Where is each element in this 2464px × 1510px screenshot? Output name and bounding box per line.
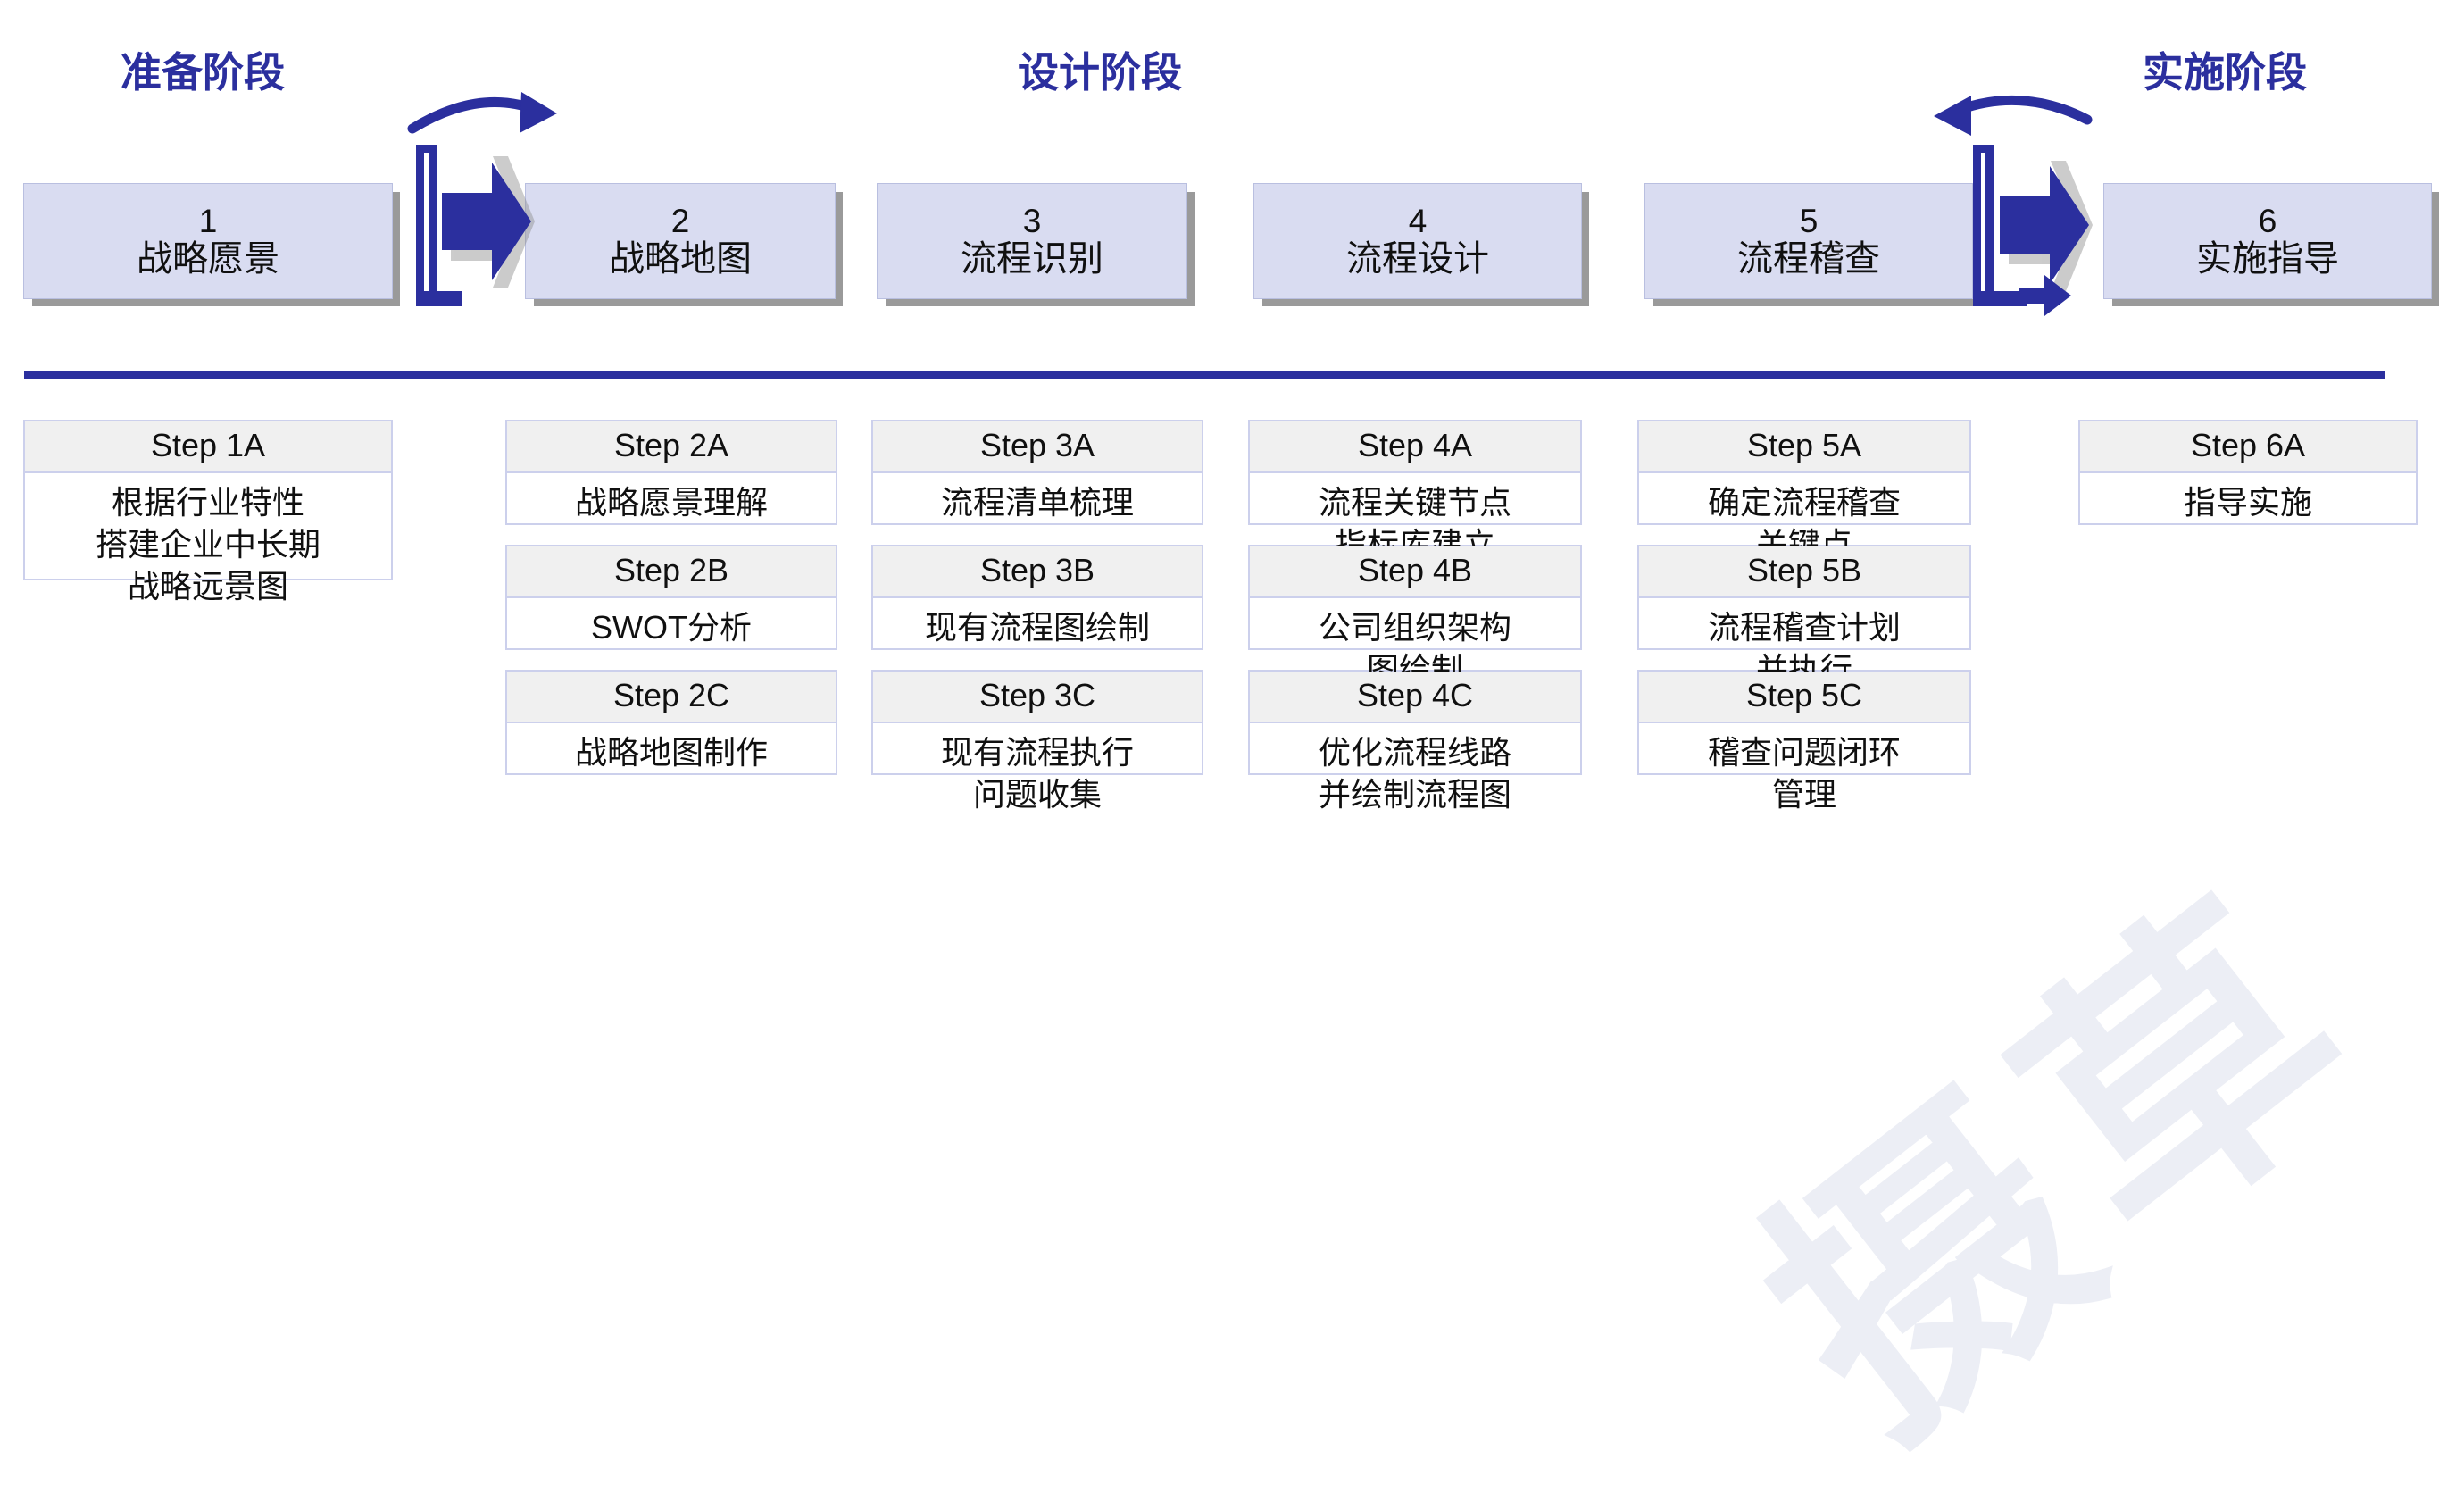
step-card-3c[interactable]: Step 3C 现有流程执行 问题收集 [871, 670, 1203, 813]
step-column-1: Step 1A 根据行业特性 搭建企业中长期 战略远景图 [23, 420, 393, 605]
process-box-4-number: 4 [1408, 202, 1428, 239]
step-card-2c-body: 战略地图制作 [574, 734, 768, 772]
flow-arrow-right-icon [442, 163, 531, 280]
connector-after-5 [1912, 89, 2118, 357]
process-box-3[interactable]: 3 流程识别 [877, 183, 1187, 299]
process-box-1-label: 战略愿景 [137, 239, 279, 279]
process-box-2-label: 战略地图 [609, 239, 752, 279]
process-box-4[interactable]: 4 流程设计 [1253, 183, 1582, 299]
diagram-canvas: 摄草 准备阶段 设计阶段 实施阶段 1 战略愿景 2 战略地图 3 流程识别 4… [23, 49, 2432, 1492]
step-card-4b-header: Step 4B [1250, 546, 1580, 599]
step-card-3a[interactable]: Step 3A 流程清单梳理 [871, 420, 1203, 525]
process-box-5-label: 流程稽查 [1737, 239, 1880, 279]
step-card-1a[interactable]: Step 1A 根据行业特性 搭建企业中长期 战略远景图 [23, 420, 393, 605]
step-card-3b-header: Step 3B [873, 546, 1202, 599]
step-card-4c[interactable]: Step 4C 优化流程线路 并绘制流程图 [1248, 670, 1582, 813]
step-card-3c-header: Step 3C [873, 672, 1202, 724]
step-card-5c-header: Step 5C [1639, 672, 1969, 724]
step-card-1a-header: Step 1A [25, 421, 391, 474]
step-card-3c-body: 现有流程执行 问题收集 [940, 734, 1134, 813]
flow-arrow-right-icon [2000, 166, 2089, 284]
step-card-3a-body: 流程清单梳理 [940, 484, 1134, 521]
process-box-5[interactable]: 5 流程稽查 [1644, 183, 1973, 299]
step-card-2a-body: 战略愿景理解 [574, 484, 768, 521]
process-box-4-label: 流程设计 [1346, 239, 1489, 279]
phase-title-design: 设计阶段 [1018, 49, 1182, 96]
step-card-2b-header: Step 2B [507, 546, 836, 599]
step-card-2a[interactable]: Step 2A 战略愿景理解 [505, 420, 837, 525]
step-card-3a-header: Step 3A [873, 421, 1202, 474]
step-card-5a[interactable]: Step 5A 确定流程稽查 关键点 [1637, 420, 1971, 563]
step-card-6a-body: 指导实施 [2183, 484, 2312, 521]
step-column-4: Step 4A 流程关键节点 指标库建立 Step 4B 公司组织架构 图绘制 … [1248, 420, 1582, 813]
phase-title-impl: 实施阶段 [2143, 49, 2307, 96]
curved-arrow-left-icon [1934, 95, 2093, 136]
step-column-2: Step 2A 战略愿景理解 Step 2B SWOT分析 Step 2C 战略… [505, 420, 837, 795]
step-card-2c-header: Step 2C [507, 672, 836, 724]
curved-arrow-right-icon [407, 92, 557, 134]
step-card-6a[interactable]: Step 6A 指导实施 [2078, 420, 2418, 525]
step-card-4c-header: Step 4C [1250, 672, 1580, 724]
phase-title-prep: 准备阶段 [121, 49, 285, 96]
watermark: 摄草 [1713, 836, 2423, 1492]
step-card-5c[interactable]: Step 5C 稽查问题闭环 管理 [1637, 670, 1971, 813]
step-column-5: Step 5A 确定流程稽查 关键点 Step 5B 流程稽查计划 并执行 St… [1637, 420, 1971, 813]
bracket-icon [1973, 145, 2071, 316]
step-card-5a-header: Step 5A [1639, 421, 1969, 474]
process-box-6-number: 6 [2258, 202, 2277, 239]
step-card-2c[interactable]: Step 2C 战略地图制作 [505, 670, 837, 775]
step-card-5b[interactable]: Step 5B 流程稽查计划 并执行 [1637, 545, 1971, 688]
process-box-1-number: 1 [198, 202, 218, 239]
step-card-4a[interactable]: Step 4A 流程关键节点 指标库建立 [1248, 420, 1582, 563]
process-box-6-label: 实施指导 [2196, 239, 2339, 279]
process-box-1[interactable]: 1 战略愿景 [23, 183, 393, 299]
step-card-6a-header: Step 6A [2080, 421, 2416, 474]
process-box-6[interactable]: 6 实施指导 [2103, 183, 2432, 299]
process-box-5-number: 5 [1799, 202, 1819, 239]
step-card-4a-header: Step 4A [1250, 421, 1580, 474]
step-card-1a-body: 根据行业特性 搭建企业中长期 战略远景图 [95, 484, 320, 605]
section-divider [24, 371, 2385, 379]
bracket-icon [416, 145, 462, 306]
step-card-4b[interactable]: Step 4B 公司组织架构 图绘制 [1248, 545, 1582, 688]
connector-after-1 [386, 89, 582, 357]
step-card-4c-body: 优化流程线路 并绘制流程图 [1318, 734, 1511, 813]
step-card-2a-header: Step 2A [507, 421, 836, 474]
step-card-5b-header: Step 5B [1639, 546, 1969, 599]
step-column-3: Step 3A 流程清单梳理 Step 3B 现有流程图绘制 Step 3C 现… [871, 420, 1203, 813]
process-box-3-number: 3 [1022, 202, 1042, 239]
step-card-3b-body: 现有流程图绘制 [924, 609, 1150, 647]
step-card-2b[interactable]: Step 2B SWOT分析 [505, 545, 837, 650]
step-column-6: Step 6A 指导实施 [2078, 420, 2418, 545]
process-box-3-label: 流程识别 [961, 239, 1103, 279]
step-card-3b[interactable]: Step 3B 现有流程图绘制 [871, 545, 1203, 650]
step-card-5c-body: 稽查问题闭环 管理 [1707, 734, 1901, 813]
step-card-2b-body: SWOT分析 [591, 609, 752, 647]
process-box-2-number: 2 [670, 202, 690, 239]
process-box-2[interactable]: 2 战略地图 [525, 183, 836, 299]
